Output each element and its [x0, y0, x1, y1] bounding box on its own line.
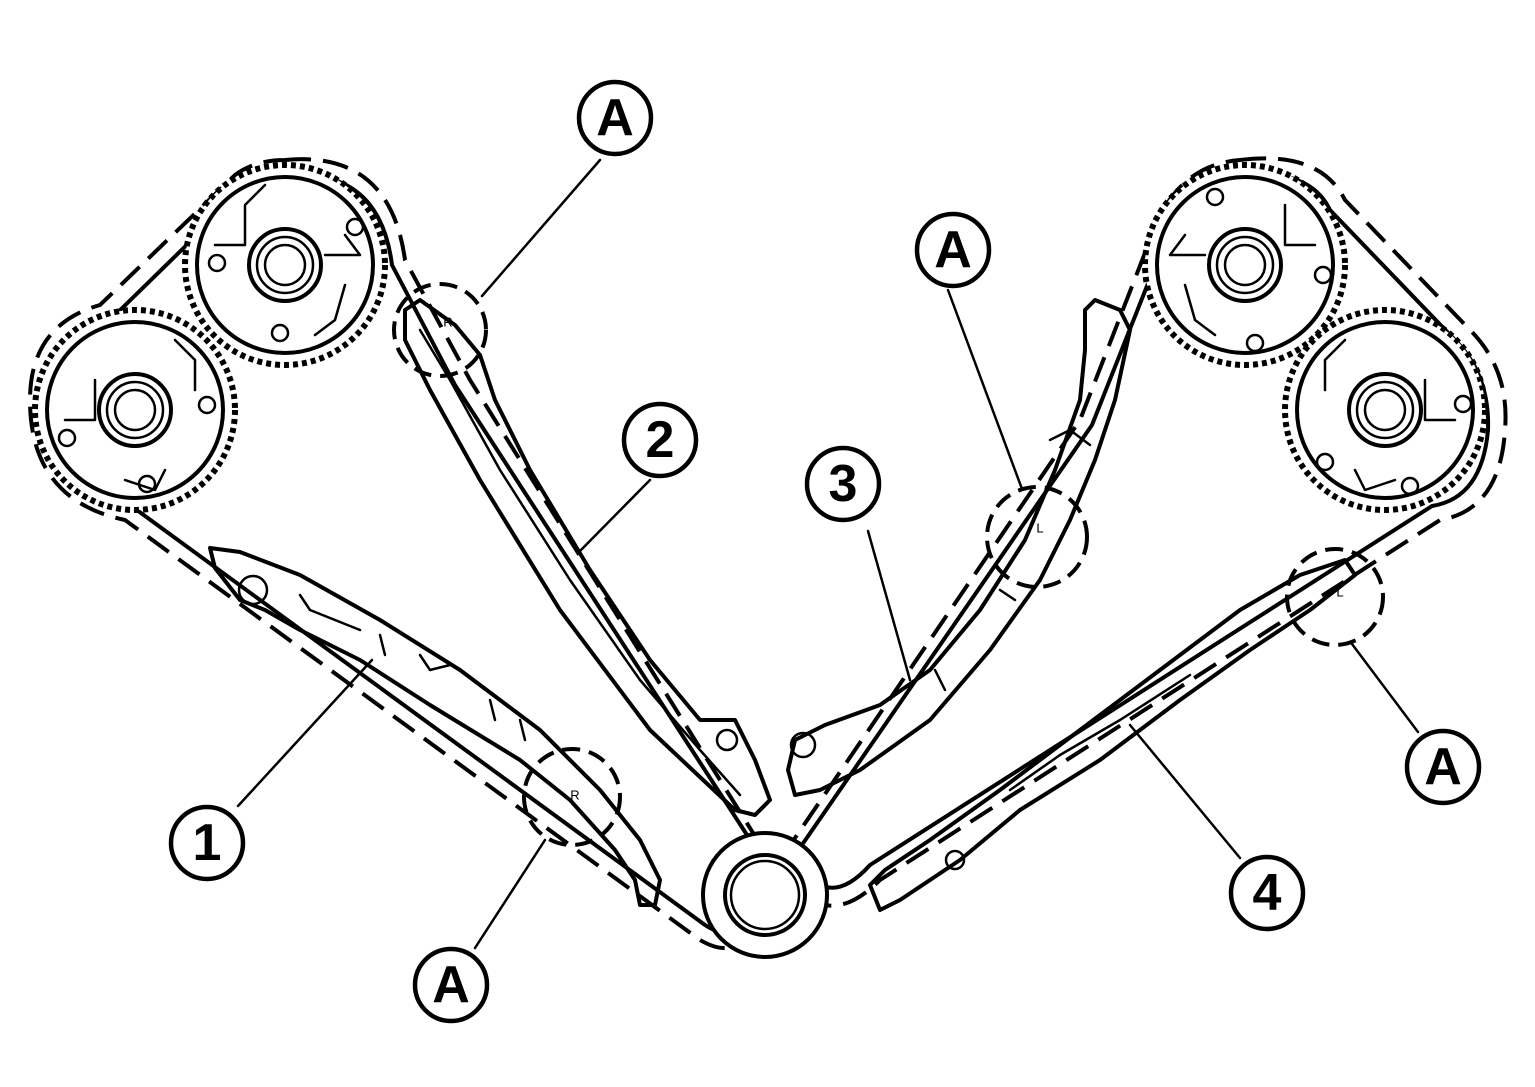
right-intake-cam-sprocket	[1282, 307, 1488, 513]
right-exhaust-cam-sprocket	[1142, 162, 1348, 368]
guide-mark-zone-3: L	[985, 485, 1089, 589]
callout-4-label: 4	[1253, 864, 1282, 922]
guide-mark-2: R	[570, 788, 579, 803]
guide-mark-zone-2: R	[522, 747, 622, 847]
callout-a-label: A	[1424, 738, 1462, 796]
guide-4-right-fixed-guide	[868, 558, 1357, 912]
callout-a-label: A	[934, 221, 972, 279]
callout-a-top-left: A	[576, 79, 654, 157]
callout-a-top-right: A	[914, 211, 992, 289]
left-exhaust-cam-sprocket	[182, 162, 388, 368]
callout-part-4: 4	[1228, 854, 1306, 932]
callout-a-bottom-left: A	[412, 946, 490, 1024]
callout-a-label: A	[432, 956, 470, 1014]
guide-mark-zone-4: L	[1285, 547, 1385, 647]
leader-lines	[236, 158, 1420, 950]
callout-3-label: 3	[829, 455, 858, 513]
callout-2-label: 2	[646, 411, 675, 469]
left-timing-chain	[27, 157, 773, 951]
guide-3-right-tensioner-arm	[786, 298, 1132, 797]
callout-1-label: 1	[193, 814, 222, 872]
callout-part-2: 2	[621, 401, 699, 479]
guide-mark-4: L	[1336, 585, 1343, 600]
guide-1-left-tensioner-arm	[208, 546, 662, 907]
left-intake-cam-sprocket	[32, 307, 238, 513]
callout-part-1: 1	[168, 804, 246, 882]
callout-part-3: 3	[804, 445, 882, 523]
guide-2-left-fixed-guide	[403, 298, 772, 817]
crankshaft-sprocket	[701, 831, 829, 959]
guide-mark-1: R	[443, 315, 452, 330]
guide-mark-3: L	[1036, 521, 1043, 536]
callout-a-bottom-right: A	[1404, 728, 1482, 806]
guide-mark-zone-1: R	[392, 282, 488, 378]
callout-a-label: A	[596, 89, 634, 147]
